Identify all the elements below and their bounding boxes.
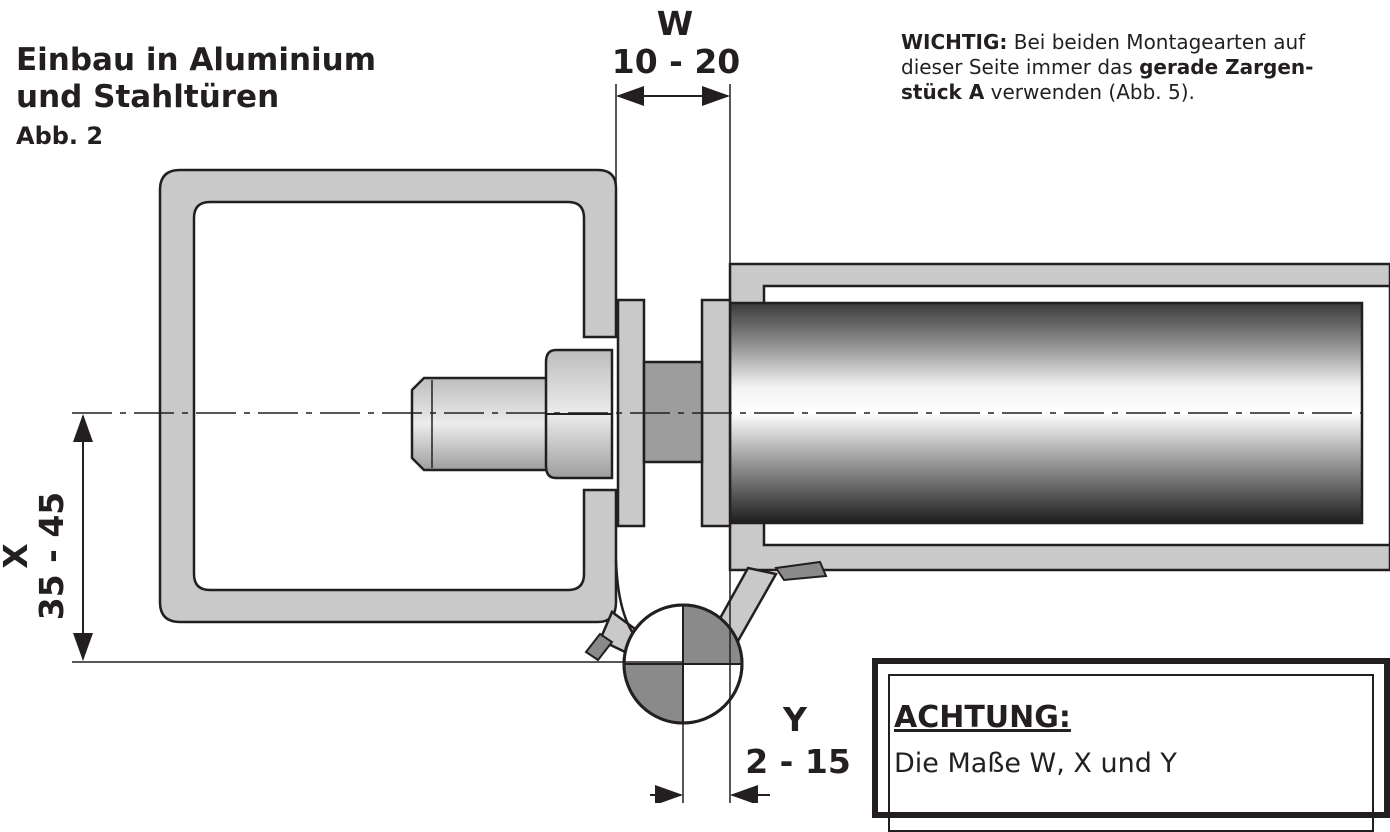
note-text-2: verwenden (Abb. 5).	[984, 80, 1195, 104]
warning-colon: :	[1058, 700, 1071, 735]
dimension-w-value: 10 - 20	[611, 42, 741, 81]
dimension-y-value: 2 - 15	[745, 742, 851, 781]
threaded-bolt	[410, 376, 552, 472]
note-text-1: Bei beiden Montagearten auf dieser Seite…	[901, 30, 1306, 79]
figure-label: Abb. 2	[16, 122, 104, 150]
dimension-x-text: X 35 - 45	[0, 456, 78, 656]
warning-box: ACHTUNG: Die Maße W, X und Y	[872, 658, 1390, 832]
note-label: WICHTIG:	[901, 30, 1008, 54]
hex-nut	[544, 348, 614, 480]
important-note: WICHTIG: Bei beiden Montagearten auf die…	[901, 30, 1371, 105]
title-line-1: Einbau in Aluminium	[16, 42, 377, 78]
dimension-w-lines	[615, 84, 731, 300]
dimension-x-value: 35 - 45	[32, 491, 71, 621]
title-line-2: und Stahltüren	[16, 79, 280, 115]
mounting-drawing	[72, 84, 1390, 803]
dimension-y-label: Y	[783, 700, 807, 739]
dimension-x-label: X	[0, 456, 35, 656]
page-title: Einbau in Aluminium und Stahltüren	[16, 42, 376, 116]
dimension-w-label: W	[656, 4, 694, 43]
frame-profile	[158, 168, 618, 624]
note-bold: gerade Zargen-stück A	[901, 55, 1314, 104]
spacer	[642, 360, 704, 464]
warning-text: Die Maße W, X und Y	[894, 748, 1177, 779]
dimension-y-lines	[650, 570, 770, 803]
warning-title: ACHTUNG:	[894, 700, 1071, 735]
dimension-x-lines	[72, 414, 683, 663]
